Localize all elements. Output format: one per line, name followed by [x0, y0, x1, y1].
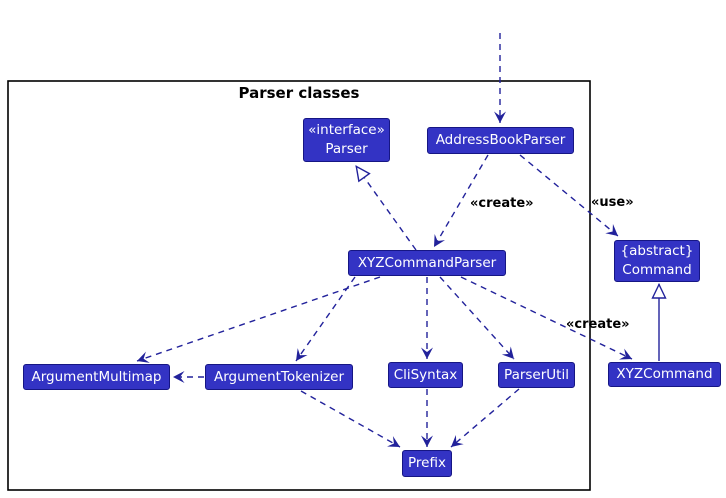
edge-addressbookparser-to-xyzcommandparser	[433, 154, 489, 248]
class-addressbookparser-box: AddressBookParser	[427, 127, 574, 154]
class-parser-label: Parser	[325, 141, 368, 157]
frame-border	[7, 80, 591, 491]
edge-argumenttokenizer-to-prefix	[300, 390, 401, 448]
class-command-label: {abstract}	[620, 243, 694, 259]
class-parser-label: «interface»	[308, 122, 385, 138]
class-xyzcommand-label: XYZCommand	[616, 366, 713, 382]
edge-xyzcommandparser-to-xyzcommand	[460, 276, 633, 360]
class-command-label: Command	[622, 262, 692, 278]
edge-xyzcommandparser-to-parser	[355, 165, 417, 251]
class-addressbookparser-label: AddressBookParser	[435, 132, 566, 148]
edge-xyzcommandparser-to-parserutil	[439, 276, 515, 360]
stereotype-label-create-upper: «create»	[470, 196, 534, 211]
class-argumenttokenizer-box: ArgumentTokenizer	[205, 364, 353, 390]
class-prefix-label: Prefix	[408, 455, 446, 471]
edge-parserutil-to-prefix	[450, 388, 520, 448]
edge-xyzcommandparser-to-argumentmultimap	[136, 276, 381, 363]
class-prefix-box: Prefix	[402, 450, 452, 477]
edges-group	[136, 33, 667, 448]
class-xyzcommand-box: XYZCommand	[608, 362, 721, 387]
edge-xyzcommandparser-to-argumenttokenizer	[295, 276, 356, 362]
class-parser-box: «interface» Parser	[303, 118, 390, 162]
class-argumentmultimap-box: ArgumentMultimap	[23, 364, 170, 390]
class-xyzcommandparser-label: XYZCommandParser	[357, 254, 497, 271]
stereotype-label-create-lower: «create»	[566, 317, 630, 332]
class-parserutil-box: ParserUtil	[498, 362, 575, 388]
class-parserutil-label: ParserUtil	[504, 366, 569, 383]
class-clisyntax-box: CliSyntax	[388, 362, 463, 388]
class-clisyntax-label: CliSyntax	[393, 366, 458, 383]
class-argumenttokenizer-label: ArgumentTokenizer	[213, 368, 345, 385]
class-command-box: {abstract} Command	[614, 240, 700, 282]
class-argumentmultimap-label: ArgumentMultimap	[31, 368, 162, 385]
class-xyzcommandparser-box: XYZCommandParser	[348, 250, 506, 276]
stereotype-label-use: «use»	[591, 195, 634, 210]
